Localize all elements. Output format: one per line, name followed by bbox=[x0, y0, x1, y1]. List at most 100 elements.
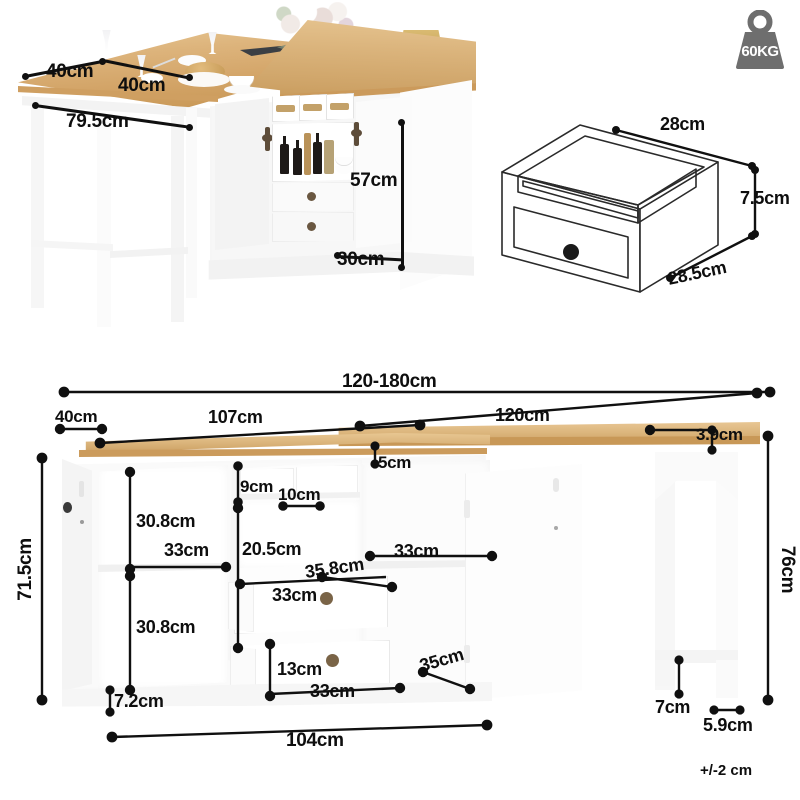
bottom-dimension-lines bbox=[36, 386, 776, 743]
drawer-pulled-upper bbox=[234, 576, 388, 634]
table-leg-foot-inner bbox=[655, 660, 675, 686]
door-handle-plate-icon bbox=[262, 134, 273, 142]
door-hinge-icon bbox=[464, 500, 470, 518]
dim-label-120-180cm: 120-180cm bbox=[342, 371, 437, 392]
table-leg-back-right bbox=[186, 108, 197, 298]
dim-label-5-9cm: 5.9cm bbox=[703, 715, 753, 735]
dim-label-40cm-depth: 40cm bbox=[55, 407, 98, 426]
plate-icon bbox=[178, 55, 206, 66]
dim-label-5cm: 5cm bbox=[378, 453, 412, 472]
cubby-shelf bbox=[238, 492, 360, 500]
drawer-knob-icon bbox=[307, 222, 316, 231]
drawer-line-drawing bbox=[490, 110, 760, 300]
dim-label-107cm: 107cm bbox=[208, 407, 263, 427]
extension-leaf-edge bbox=[338, 436, 760, 447]
wine-bottle-in-rack-icon bbox=[303, 104, 322, 111]
dim-label-120cm: 120cm bbox=[495, 405, 550, 425]
door-screw-icon bbox=[554, 526, 558, 530]
table-leg-foot-outer bbox=[716, 660, 738, 698]
bottom-technical-drawing: 120-180cm 40cm 107cm 120cm 3.9cm 5cm 9cm… bbox=[0, 360, 800, 800]
oil-bottle-icon bbox=[324, 140, 334, 174]
bowl-icon bbox=[62, 55, 78, 63]
bowl-icon bbox=[141, 73, 163, 83]
drawer-knob-icon bbox=[307, 192, 316, 201]
wine-glass-icon bbox=[102, 30, 111, 52]
drawer-dim-lines bbox=[612, 126, 759, 282]
wine-bottle-in-rack-icon bbox=[276, 105, 295, 112]
drawer-knob-icon bbox=[320, 592, 333, 605]
bottle-icon bbox=[293, 148, 302, 175]
wine-glass-icon bbox=[208, 32, 217, 54]
dim-endpoint bbox=[186, 124, 193, 131]
cabinet-right-door-open bbox=[465, 464, 582, 700]
table-leg-front-right bbox=[97, 122, 111, 327]
bowl-stack-icon bbox=[335, 166, 353, 174]
dim-endpoint bbox=[398, 119, 405, 126]
shelf-divider-right bbox=[362, 560, 490, 569]
dim-label-3-9cm: 3.9cm bbox=[696, 425, 743, 444]
dim-endpoint bbox=[186, 74, 193, 81]
door-handle-plate-icon bbox=[351, 129, 362, 137]
dim-rule-57 bbox=[401, 122, 404, 267]
dim-label-57cm: 57cm bbox=[350, 170, 398, 191]
bottle-icon bbox=[280, 144, 289, 174]
bottle-icon bbox=[313, 142, 322, 174]
table-leg-right-outer bbox=[716, 452, 738, 698]
dim-label-30cm: 30cm bbox=[337, 249, 385, 270]
dim-label-9cm: 9cm bbox=[240, 477, 274, 496]
island-left-door bbox=[215, 98, 269, 250]
table-stretcher-right bbox=[110, 247, 188, 258]
dim-label-33cm-upper-left: 33cm bbox=[164, 540, 209, 560]
dim-label-79-5cm: 79.5cm bbox=[66, 111, 129, 132]
cabinet-wood-top-edge bbox=[79, 448, 487, 457]
interior-mid-bay bbox=[238, 500, 360, 568]
dim-endpoint bbox=[398, 264, 405, 271]
dim-label-104cm: 104cm bbox=[286, 730, 344, 751]
dim-label-20-5cm: 20.5cm bbox=[242, 539, 302, 559]
door-hinge-icon bbox=[464, 645, 470, 663]
drawer-knob-icon bbox=[563, 244, 579, 260]
bottle-neck-icon bbox=[283, 136, 286, 146]
interior-left-bay bbox=[98, 465, 228, 689]
tolerance-note: +/-2 cm bbox=[700, 762, 753, 779]
weight-capacity-badge: 60KG bbox=[729, 9, 791, 72]
dim-label-30-8cm-upper: 30.8cm bbox=[136, 511, 196, 531]
top-lifestyle-photo bbox=[0, 0, 500, 330]
drawer-knob-icon bbox=[326, 654, 339, 667]
door-screw-icon bbox=[80, 520, 84, 524]
dim-label-7cm: 7cm bbox=[655, 697, 691, 717]
table-leg-back-left bbox=[171, 116, 184, 322]
wine-bottle-in-rack-icon bbox=[330, 103, 349, 110]
weight-value-label: 60KG bbox=[741, 43, 779, 60]
weight-kettlebell-icon bbox=[736, 9, 784, 69]
saucer-icon bbox=[224, 85, 260, 94]
dim-endpoint bbox=[99, 58, 106, 65]
table-stretcher-left bbox=[31, 240, 113, 251]
dim-label-7-5cm: 7.5cm bbox=[740, 188, 790, 208]
bowl-stack-icon bbox=[335, 157, 353, 165]
dim-label-10cm: 10cm bbox=[278, 485, 321, 504]
dim-label-28cm: 28cm bbox=[660, 114, 705, 134]
cabinet-left-door-open bbox=[62, 459, 92, 691]
wood-board-icon bbox=[304, 133, 311, 175]
plate-icon bbox=[57, 58, 83, 69]
dim-label-13cm: 13cm bbox=[277, 659, 322, 679]
dim-label-30-8cm-lower: 30.8cm bbox=[136, 617, 196, 637]
dim-label-71-5cm: 71.5cm bbox=[14, 538, 36, 601]
door-hinge-icon bbox=[79, 481, 84, 497]
table-leg-right-inner bbox=[655, 452, 675, 690]
book-stack-icon bbox=[240, 46, 292, 56]
bottle-neck-icon bbox=[296, 140, 299, 150]
dim-endpoint bbox=[32, 102, 39, 109]
bottle-neck-icon bbox=[316, 133, 319, 144]
door-knob-icon bbox=[63, 502, 72, 513]
dim-label-7-2cm: 7.2cm bbox=[114, 691, 164, 711]
door-knob-icon bbox=[553, 478, 559, 492]
dim-endpoint bbox=[334, 252, 341, 259]
dim-endpoint bbox=[22, 73, 29, 80]
dim-label-33cm-upper-drawer: 33cm bbox=[272, 585, 317, 605]
table-leg-front-left bbox=[31, 108, 44, 308]
dim-label-40cm-right: 40cm bbox=[118, 75, 166, 96]
dim-label-33cm-lower-drawer: 33cm bbox=[310, 681, 355, 701]
